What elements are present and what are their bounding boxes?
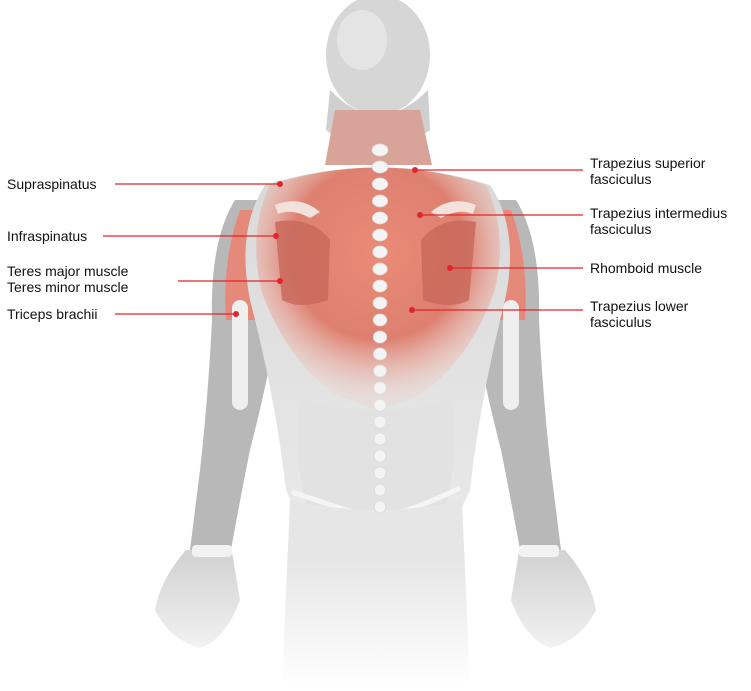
vertebra — [375, 501, 386, 513]
label-trapezius-lower: Trapezius lower fasciculus — [590, 298, 688, 330]
label-teres-minor: Teres minor muscle — [7, 279, 128, 295]
label-triceps: Triceps brachii — [7, 306, 98, 322]
vertebra — [374, 382, 387, 394]
left-scapula-muscles — [275, 220, 330, 305]
vertebra — [374, 416, 386, 428]
vertebra — [373, 246, 388, 258]
leader-endpoint-dot — [417, 212, 423, 218]
vertebra — [373, 280, 387, 292]
vertebra — [374, 450, 386, 462]
vertebra — [374, 467, 385, 479]
right-scapula-muscles — [421, 220, 476, 305]
label-rhomboid: Rhomboid muscle — [590, 260, 702, 276]
vertebra — [372, 161, 388, 173]
leader-endpoint-dot — [277, 278, 283, 284]
vertebra — [374, 365, 387, 377]
bottom-fade — [150, 560, 610, 686]
leader-endpoint-dot — [273, 233, 279, 239]
label-trapezius-superior: Trapezius superior fasciculus — [590, 155, 705, 187]
vertebra — [374, 484, 385, 496]
label-teres-major: Teres major muscle — [7, 263, 128, 279]
vertebra — [374, 399, 386, 411]
vertebra — [373, 229, 388, 241]
vertebra — [372, 178, 388, 190]
vertebra — [372, 144, 388, 156]
leader-endpoint-dot — [409, 307, 415, 313]
vertebra — [373, 314, 387, 326]
leader-endpoint-dot — [412, 167, 418, 173]
vertebra — [372, 195, 387, 207]
vertebra — [374, 433, 386, 445]
label-trapezius-intermedius: Trapezius intermedius fasciculus — [590, 205, 727, 237]
label-infraspinatus: Infraspinatus — [7, 228, 87, 244]
leader-endpoint-dot — [277, 181, 283, 187]
vertebra — [373, 348, 386, 360]
neck — [325, 110, 432, 165]
vertebra — [372, 212, 387, 224]
leader-endpoint-dot — [233, 311, 239, 317]
vertebra — [373, 297, 387, 309]
label-supraspinatus: Supraspinatus — [7, 176, 97, 192]
leader-endpoint-dot — [447, 265, 453, 271]
vertebra — [373, 331, 386, 343]
vertebra — [373, 263, 387, 275]
